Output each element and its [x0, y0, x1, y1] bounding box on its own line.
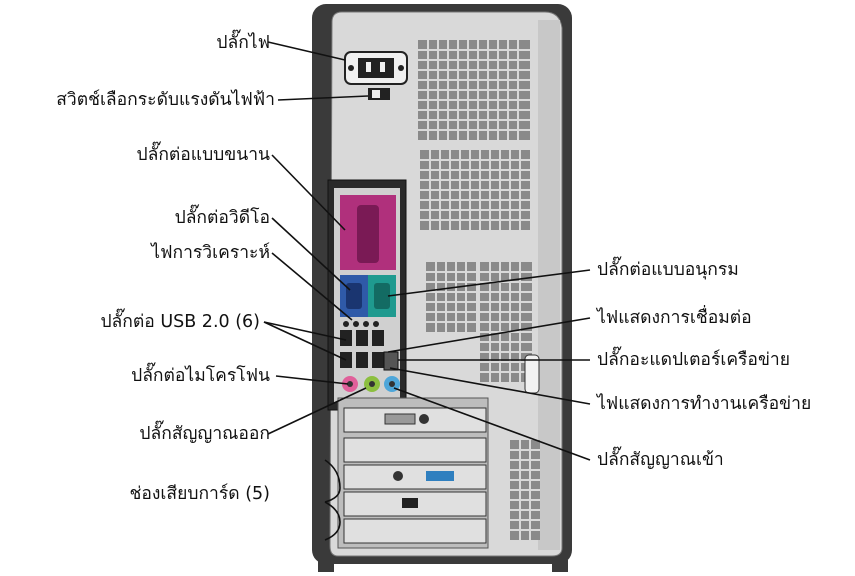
diagnostic-lights [343, 321, 379, 327]
label-line-in-connector: ปลั๊กสัญญาณเข้า [597, 450, 724, 470]
card-serial-connector [426, 471, 454, 481]
power-pin [380, 62, 385, 72]
case-side-shade [538, 20, 560, 550]
screw [348, 65, 354, 71]
power-pin [366, 62, 371, 72]
case-foot [318, 560, 334, 572]
microphone-port-hole [347, 381, 353, 387]
label-network-adapter-connector: ปลั๊กอะแดปเตอร์เครือข่าย [597, 350, 790, 370]
card-connector-round [419, 414, 429, 424]
screw [398, 65, 404, 71]
vent-grid-lines [418, 40, 540, 540]
line-out-port-hole [369, 381, 375, 387]
label-microphone-connector: ปลั๊กต่อไมโครโฟน [131, 366, 270, 386]
label-card-slots: ช่องเสียบการ์ด (5) [129, 484, 271, 504]
voltage-switch-toggle [372, 90, 380, 98]
card-connector-round [393, 471, 403, 481]
label-voltage-selection-switch: สวิตช์เลือกระดับแรงดันไฟฟ้า [56, 90, 275, 110]
card-connector [384, 413, 416, 425]
serial-port-socket [374, 283, 390, 309]
label-link-integrity-light: ไฟแสดงการเชื่อมต่อ [597, 308, 752, 328]
label-line-out-connector: ปลั๊กสัญญาณออก [139, 424, 270, 444]
parallel-port-socket [357, 205, 379, 263]
label-power-connector: ปลั๊กไฟ [216, 33, 270, 53]
card-slots [343, 407, 487, 544]
network-adapter-port [383, 351, 399, 371]
card-connector [402, 498, 418, 508]
label-video-connector: ปลั๊กต่อวิดีโอ [174, 208, 270, 228]
label-parallel-connector: ปลั๊กต่อแบบขนาน [136, 145, 270, 165]
power-connector-inner [358, 58, 394, 78]
leader-lines [263, 41, 591, 541]
case-foot [552, 560, 568, 572]
label-serial-connector: ปลั๊กต่อแบบอนุกรม [597, 260, 739, 280]
video-port-socket [346, 283, 362, 309]
line-in-port-hole [389, 381, 395, 387]
label-diagnostic-lights: ไฟการวิเคราะห์ [151, 243, 270, 263]
label-usb-connectors: ปลั๊กต่อ USB 2.0 (6) [100, 312, 260, 332]
label-network-activity-light: ไฟแสดงการทำงานเครือข่าย [597, 394, 812, 414]
